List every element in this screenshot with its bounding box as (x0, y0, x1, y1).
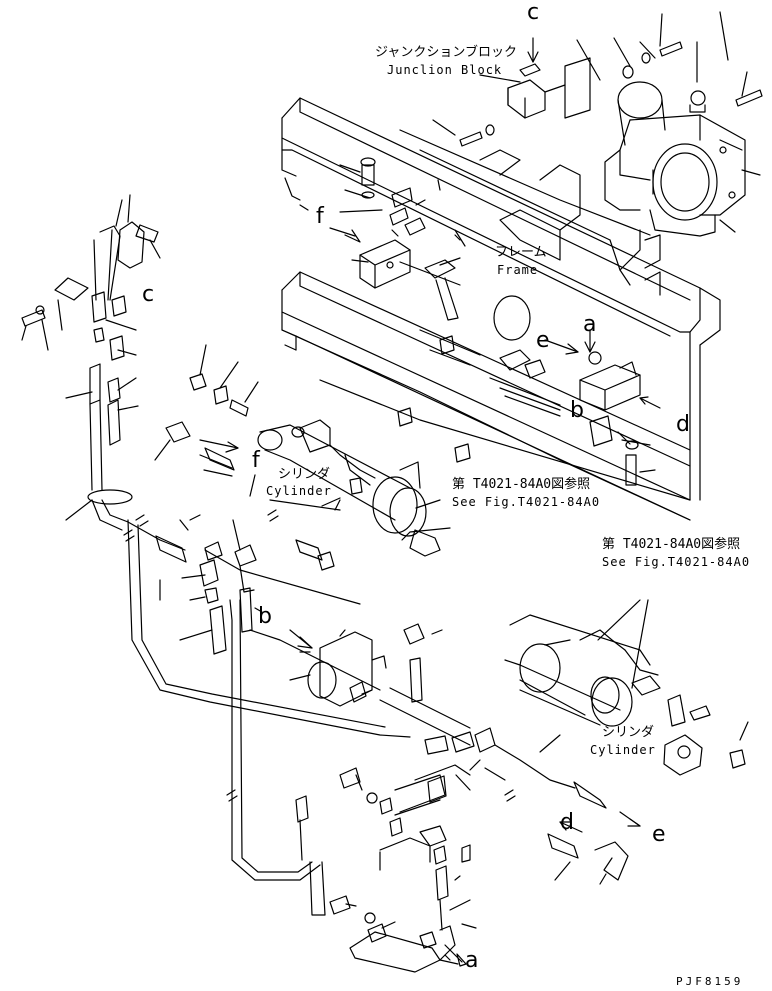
see-fig-right-en: See Fig.T4021-84A0 (602, 555, 751, 569)
frame-rail-lower (281, 271, 691, 521)
connection-a-lower: a (465, 948, 479, 973)
long-hose-loops (127, 514, 411, 916)
cylinder-left-label-en: Cylinder (266, 484, 332, 498)
left-leaders (21, 194, 311, 681)
bottom-bracket (329, 895, 467, 973)
valve-right (544, 329, 661, 486)
valve-block-f (329, 157, 426, 289)
cylinder-left (257, 419, 441, 557)
connection-b-right: b (570, 398, 584, 423)
see-fig-left-jp: 第 T4021-84A0図参照 (452, 477, 591, 492)
frame-rail-upper (281, 97, 721, 501)
loose-parts (299, 179, 466, 247)
frame-label-jp: フレーム (495, 245, 547, 260)
cylinder-right (504, 614, 749, 776)
left-hose-assembly (21, 221, 159, 531)
mid-fittings (155, 373, 335, 655)
see-fig-leaders (269, 497, 649, 689)
connection-e-upper: e (536, 328, 550, 353)
cylinder-right-label-en: Cylinder (590, 743, 656, 757)
lower-right-hoses (424, 727, 641, 885)
frame-cross-members (399, 129, 661, 417)
connection-c-top: c (527, 0, 540, 25)
pump-assembly (604, 81, 746, 237)
see-fig-right-jp: 第 T4021-84A0図参照 (602, 537, 741, 552)
hose-break-marks (123, 509, 516, 802)
valve-right-leaders (621, 439, 656, 473)
cylinder-left-label-jp: シリンダ (278, 467, 331, 482)
junction-block-label-en: Junclion Block (387, 63, 503, 77)
valve-leaders (339, 164, 461, 263)
drawing-code: PJF8159 (676, 975, 744, 988)
hose-arrow-f (199, 439, 239, 469)
junction-block-label-jp: ジャンクションブロック (375, 45, 517, 60)
connection-f-lower: f (252, 448, 260, 473)
cylinder-right-label-jp: シリンダ (602, 725, 655, 740)
connection-e-lower: e (652, 822, 666, 847)
leader-lines-top (432, 11, 761, 233)
see-fig-left-en: See Fig.T4021-84A0 (452, 495, 601, 509)
connection-c-left: c (142, 282, 155, 307)
bolts-top (459, 41, 763, 147)
valve-b (254, 607, 471, 746)
connection-d-lower: d (560, 810, 574, 835)
junction-block (507, 37, 591, 119)
lower-fittings (339, 764, 477, 931)
frame-fittings (397, 259, 546, 463)
frame-label-en: Frame (497, 263, 539, 277)
connection-f-upper: f (316, 204, 324, 229)
connection-b-left: b (258, 604, 272, 629)
connection-a-upper: a (583, 312, 597, 337)
junction-block-leader (479, 74, 521, 83)
connection-d-right: d (676, 412, 690, 437)
